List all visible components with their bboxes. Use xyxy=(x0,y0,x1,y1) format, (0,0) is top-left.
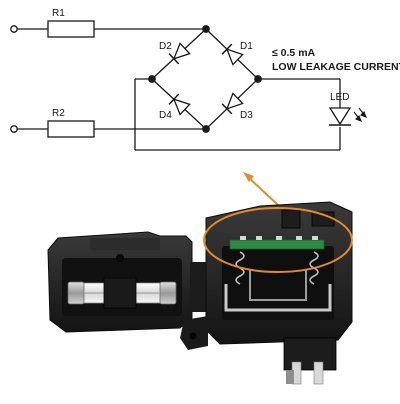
lid-screw xyxy=(116,254,124,262)
leakage-note: ≤ 0.5 mA LOW LEAKAGE CURRENT xyxy=(272,47,400,73)
label-d2: D2 xyxy=(159,41,172,52)
diode-d1 xyxy=(221,43,244,66)
input-terminal-2 xyxy=(10,125,18,133)
note-line-1: ≤ 0.5 mA xyxy=(272,47,316,59)
highlight-ellipse xyxy=(203,207,353,273)
led-symbol xyxy=(328,107,352,126)
label-r2: R2 xyxy=(52,108,65,119)
note-line-2: LOW LEAKAGE CURRENT xyxy=(272,61,400,73)
diode-d2 xyxy=(168,42,191,65)
hinge xyxy=(190,262,208,312)
label-led: LED xyxy=(330,92,349,103)
lid-top-ridge xyxy=(90,238,160,250)
fuse-clip xyxy=(103,277,137,309)
label-d4: D4 xyxy=(159,110,172,121)
label-d3: D3 xyxy=(240,110,253,121)
light-emission-arrows-icon xyxy=(353,107,367,122)
input-terminal-1 xyxy=(10,25,18,33)
foot-screw xyxy=(189,332,197,340)
resistor-r2 xyxy=(47,120,95,138)
resistor-r1 xyxy=(47,20,95,38)
pcb-board xyxy=(229,239,325,250)
label-d1: D1 xyxy=(240,41,253,52)
body-cavity xyxy=(222,246,334,320)
top-clip xyxy=(281,209,301,229)
schematic-labels: R1 R2 D2 D1 D4 D3 LED xyxy=(52,8,349,121)
node xyxy=(254,75,262,83)
pcb-components xyxy=(240,236,318,240)
metal-rail xyxy=(224,284,332,312)
diode-d4 xyxy=(168,93,191,116)
node xyxy=(202,125,210,133)
metal-rail-inner xyxy=(249,270,307,301)
device-illustration xyxy=(47,201,353,385)
schematic xyxy=(10,20,341,151)
node xyxy=(202,25,210,33)
connector-base xyxy=(286,370,294,384)
label-r1: R1 xyxy=(52,8,65,19)
diode-d3 xyxy=(221,92,244,115)
connector-pin xyxy=(313,361,324,385)
node xyxy=(148,75,156,83)
arrow-up-right-icon xyxy=(243,172,279,206)
